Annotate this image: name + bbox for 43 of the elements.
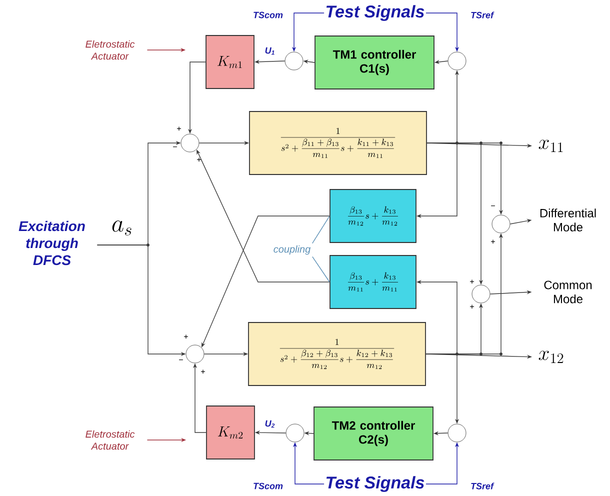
leader-line [312, 216, 330, 244]
signal-label: TSref [471, 482, 494, 490]
transfer-function-box: $\dfrac{1}{s^{2}+\dfrac{\beta_{12}+\beta_{13}}{m_{12}}s+\dfrac{k_{12}+k_{13}}{m_{12}}}$ [248, 322, 426, 386]
output-text: Differential Mode [540, 208, 596, 232]
sign-label: + [491, 240, 495, 244]
transfer-function-box: $\dfrac{1}{s^{2}+\dfrac{\beta_{11}+\beta_{13}}{m_{11}}s+\dfrac{k_{11}+k_{13}}{m_{11}}}$ [249, 111, 427, 175]
edge-label: $a_{s}$ [112, 220, 132, 236]
summing-junction [284, 52, 304, 70]
summing-junction [492, 214, 510, 234]
sign-label: + [201, 370, 205, 374]
signal-label: U$_{1}$ [265, 47, 274, 55]
summing-junction [448, 424, 466, 442]
sign-label: + [470, 304, 474, 309]
signal-label: U$_{2}$ [265, 420, 275, 428]
leader-line [312, 256, 330, 282]
output-symbol: $x_{12}$ [538, 350, 564, 364]
sign-label: + [177, 126, 181, 131]
title-text: Test Signals [326, 476, 424, 492]
sign-label: + [184, 334, 188, 339]
callout-text: Eletrostatic Actuator [86, 40, 135, 60]
summing-junction [180, 134, 200, 152]
controller-box: TM1 controller C1(s) [314, 36, 434, 90]
summing-junction [448, 52, 466, 70]
gain-box: $K_{m1}$ [206, 35, 254, 89]
sign-label: + [197, 158, 201, 162]
summing-junction [286, 424, 304, 442]
callout-text: Eletrostatic Actuator [86, 430, 135, 450]
input-text: Excitation through DFCS [18, 220, 85, 266]
sign-label: − [173, 146, 177, 148]
signal-label: TScom [254, 482, 283, 490]
coupling-box: $\dfrac{\beta_{13}}{m_{12}}s+\dfrac{k_{13}}{m_{12}}$ [330, 189, 416, 243]
summing-junction [472, 284, 490, 304]
title-text: Test Signals [326, 5, 424, 21]
coupling-text: coupling [274, 245, 311, 255]
gain-box: $K_{m2}$ [206, 406, 255, 460]
output-symbol: $x_{11}$ [538, 140, 563, 152]
output-text: Common Mode [544, 280, 592, 304]
signal-label: TSref [471, 12, 494, 18]
sign-label: + [470, 280, 474, 284]
coupling-box: $\dfrac{\beta_{13}}{m_{11}}s+\dfrac{k_{13}}{m_{11}}$ [330, 255, 416, 309]
controller-box: TM2 controller C2(s) [314, 406, 434, 460]
summing-junction [186, 344, 204, 364]
signal-label: TScom [254, 12, 283, 18]
